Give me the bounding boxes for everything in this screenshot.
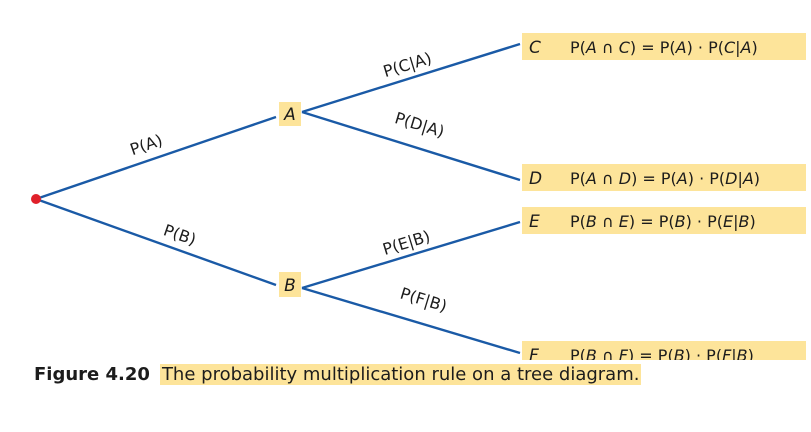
branch-root-to-a: [35, 115, 277, 201]
branch-root-to-b: [35, 197, 277, 287]
formula-c: P(A ∩ C) = P(A) · P(C|A): [570, 38, 758, 57]
node-a-label: A: [283, 105, 296, 125]
label-p-d-given-a: P(D|A): [393, 108, 447, 141]
formula-d: P(A ∩ D) = P(A) · P(D|A): [570, 169, 760, 188]
label-p-e-given-b: P(E|B): [380, 227, 432, 259]
tree-diagram: P(A) P(B) P(C|A) P(D|A) P(E|B) P(F|B) A …: [31, 33, 806, 360]
branch-b-to-f: [301, 286, 521, 355]
node-c-label: C: [529, 38, 541, 58]
node-b: B: [279, 272, 301, 297]
outcome-row-e: E P(B ∩ E) = P(B) · P(E|B): [522, 207, 806, 234]
root-dot: [31, 194, 41, 204]
node-d-label: D: [529, 169, 542, 189]
label-p-c-given-a: P(C|A): [381, 48, 434, 81]
branch-a-to-d: [301, 110, 521, 182]
label-p-f-given-b: P(F|B): [398, 284, 449, 316]
formula-f: P(B ∩ F) = P(B) · P(F|B): [570, 346, 754, 360]
node-e-label: E: [529, 212, 540, 232]
label-p-a: P(A): [127, 130, 164, 159]
node-f-label: F: [529, 346, 539, 360]
caption-text: The probability multiplication rule on a…: [159, 364, 642, 385]
figure-number: Figure 4.20: [34, 364, 150, 385]
outcome-row-f: F P(B ∩ F) = P(B) · P(F|B): [522, 341, 806, 360]
figure-caption: Figure 4.20 The probability multiplicatio…: [34, 361, 642, 389]
outcome-row-d: D P(A ∩ D) = P(A) · P(D|A): [522, 164, 806, 191]
branch-a-to-c: [301, 42, 521, 114]
outcome-row-c: C P(A ∩ C) = P(A) · P(C|A): [522, 33, 806, 60]
formula-e: P(B ∩ E) = P(B) · P(E|B): [570, 212, 756, 231]
node-a: A: [279, 102, 301, 126]
branch-b-to-e: [301, 220, 521, 290]
node-b-label: B: [284, 276, 296, 296]
